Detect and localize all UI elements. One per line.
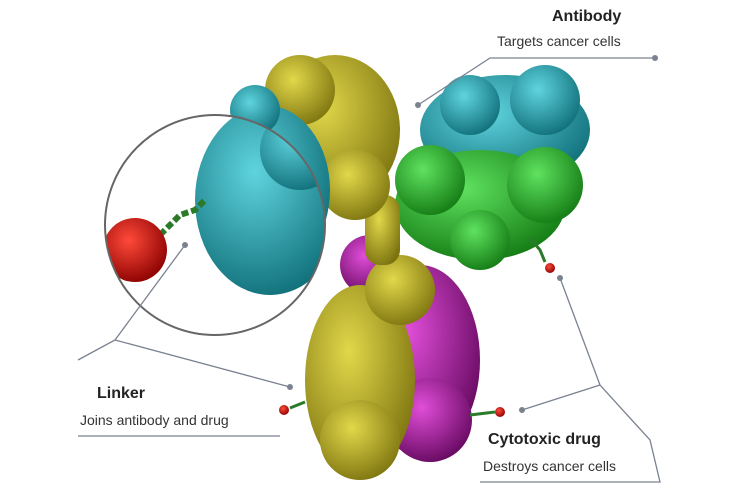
antibody-callout [417,57,655,106]
callout-lines [77,57,661,483]
drug-description: Destroys cancer cells [483,458,617,474]
antibody-label: Antibody [552,8,622,25]
linker-description: Joins antibody and drug [80,412,229,428]
drug-callout [480,277,661,483]
drug-payload-zoomed [105,218,167,282]
antibody-description: Targets cancer cells [497,33,621,49]
heavy-chain-right [395,145,583,270]
linker-callout-molecule [114,339,291,388]
drug-conjugates [279,237,555,417]
callout-dots [182,55,658,413]
drug-label: Cytotoxic drug [488,431,601,448]
linker-label: Linker [97,385,146,402]
heavy-chain-fc-yellow [305,255,435,480]
